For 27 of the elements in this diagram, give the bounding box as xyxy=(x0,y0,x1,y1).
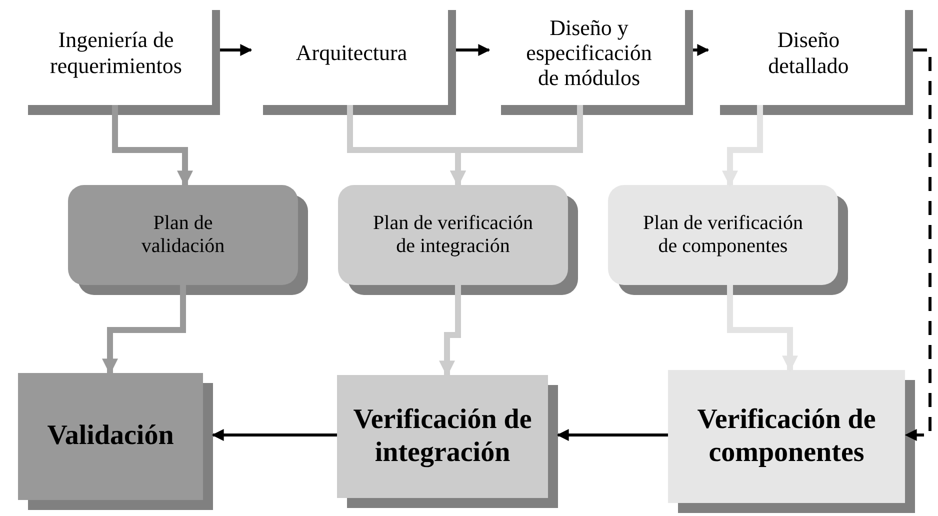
activity-box xyxy=(18,373,203,500)
plan-box xyxy=(68,185,298,285)
arrow xyxy=(112,105,193,187)
arrow xyxy=(727,285,798,372)
plan-box xyxy=(608,185,838,285)
arrow xyxy=(102,285,186,375)
arrow xyxy=(693,44,710,56)
process-label: Ingeniería de requerimientos xyxy=(49,27,183,78)
activity-label: Verificación de integración xyxy=(352,404,533,469)
arrow xyxy=(220,44,252,56)
activity-label: Verificación de componentes xyxy=(696,404,877,469)
dashed-arrow xyxy=(904,48,932,441)
arrow xyxy=(556,429,668,441)
activity-box xyxy=(668,370,905,503)
arrow xyxy=(439,285,461,377)
plan-box xyxy=(338,185,568,285)
arrow xyxy=(456,44,490,56)
arrow xyxy=(212,429,337,441)
plan-label: Plan de validación xyxy=(140,212,226,258)
process-label: Arquitectura xyxy=(294,40,408,66)
process-label: Diseño detallado xyxy=(767,27,850,78)
activity-label: Validación xyxy=(46,420,175,453)
plan-label: Plan de verificación de integración xyxy=(372,212,534,258)
plan-label: Plan de verificación de componentes xyxy=(642,212,804,258)
activity-box xyxy=(337,375,548,498)
process-label: Diseño y especificación de módulos xyxy=(525,14,653,90)
arrow xyxy=(722,105,763,187)
